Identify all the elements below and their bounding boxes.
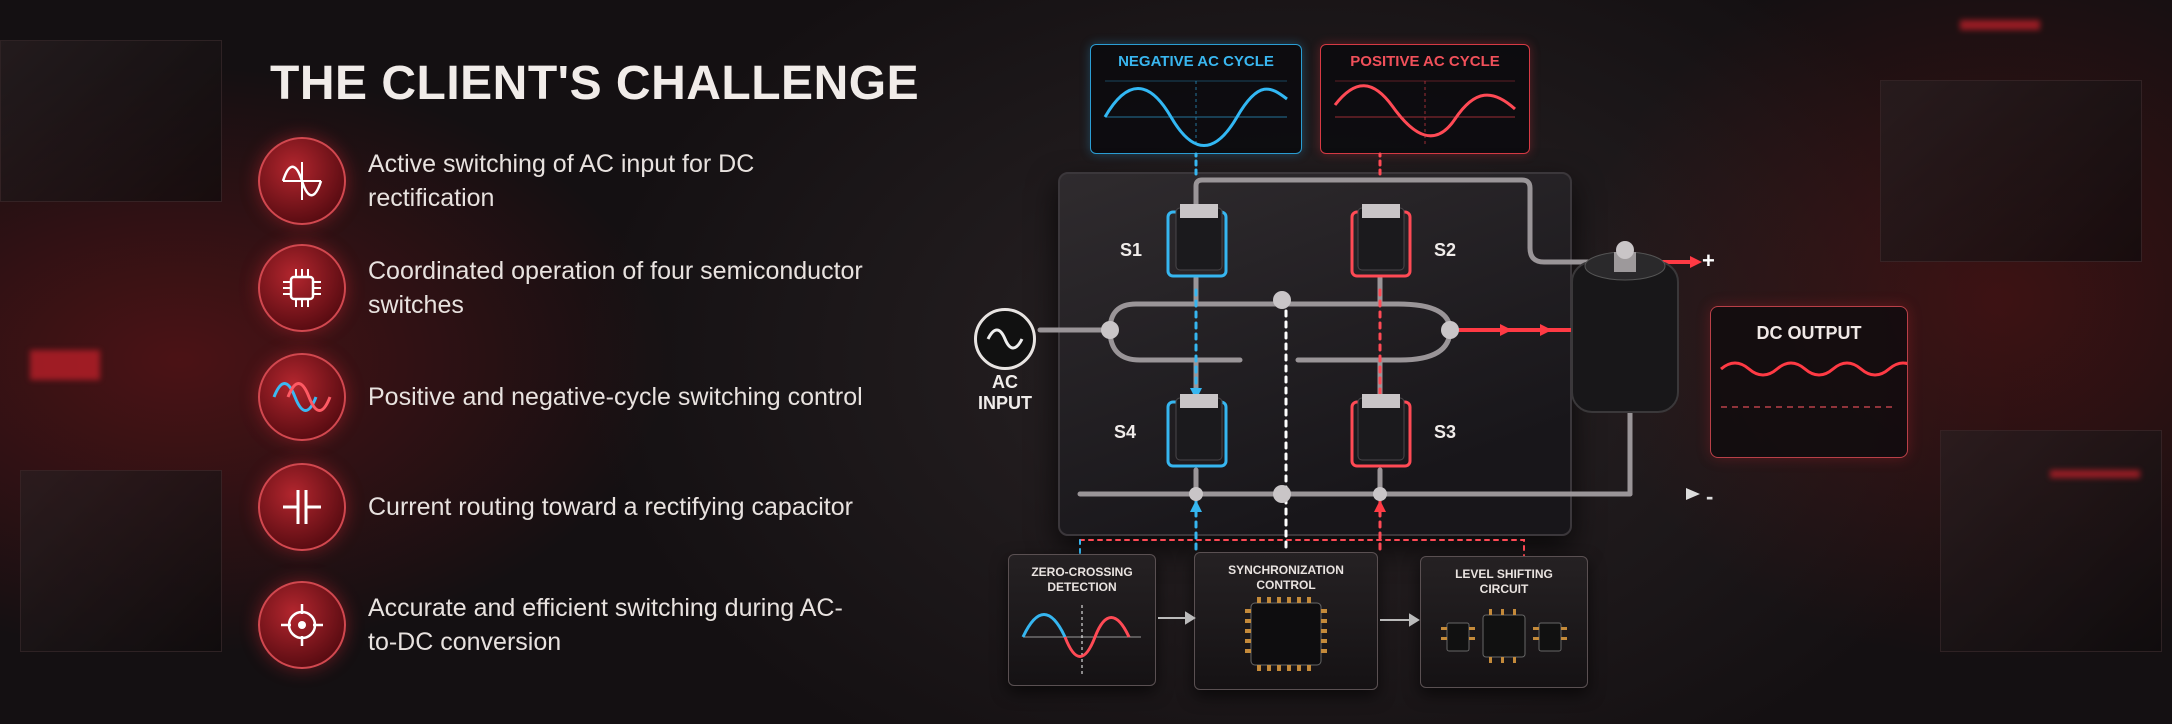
challenge-text: Active switching of AC input for DC rect…: [368, 150, 755, 212]
chip-icon: [258, 244, 346, 332]
background-glow-right-lower: [2050, 470, 2140, 478]
switch-s1-label: S1: [1120, 240, 1143, 260]
zero-crossing-wave: [1021, 605, 1141, 675]
switch-s2-label: S2: [1434, 240, 1457, 260]
synchronization-control-label: SYNCHRONIZATION CONTROL: [1228, 563, 1344, 592]
background-glow-right: [1960, 20, 2040, 30]
capacitor-icon: [258, 463, 346, 551]
level-shifting-block: LEVEL SHIFTING CIRCUIT: [1420, 556, 1588, 688]
background-board-right: [1880, 80, 2142, 262]
background-board-right-lower: [1940, 430, 2162, 652]
synchronization-control-block: SYNCHRONIZATION CONTROL: [1194, 552, 1378, 690]
ac-sine-icon: [258, 137, 346, 225]
challenge-text: Accurate and efficient switching during …: [368, 594, 843, 656]
dc-output-wave: [1720, 361, 1907, 408]
output-plus-sign: +: [1702, 248, 1715, 273]
zero-crossing-block: ZERO-CROSSING DETECTION: [1008, 554, 1156, 686]
challenge-item: Current routing toward a rectifying capa…: [258, 462, 898, 552]
level-shifter-chips-icon: [1441, 609, 1567, 663]
challenge-text: Coordinated operation of four semiconduc…: [368, 257, 863, 319]
challenge-text: Current routing toward a rectifying capa…: [368, 493, 853, 521]
level-shifting-label: LEVEL SHIFTING CIRCUIT: [1455, 567, 1553, 596]
switch-s3-label: S3: [1434, 422, 1457, 442]
dc-output-panel: DC OUTPUT: [1710, 306, 1908, 458]
challenge-item: Active switching of AC input for DC rect…: [258, 136, 898, 226]
challenge-text: Positive and negative-cycle switching co…: [368, 383, 863, 411]
target-icon: [258, 581, 346, 669]
ac-input-label: AC INPUT: [978, 372, 1032, 413]
background-board-left-lower: [20, 470, 222, 652]
background-glow-left: [30, 350, 100, 380]
challenge-item: Accurate and efficient switching during …: [258, 580, 898, 670]
ac-source-icon: [974, 308, 1036, 370]
positive-wave-plot: [1333, 80, 1517, 145]
zero-crossing-label: ZERO-CROSSING DETECTION: [1031, 565, 1133, 594]
circuit-board: [1058, 172, 1572, 536]
negative-wave-plot: [1103, 80, 1288, 147]
output-minus-sign: -: [1706, 484, 1714, 509]
challenge-item: Coordinated operation of four semiconduc…: [258, 243, 898, 333]
switch-s4-label: S4: [1114, 422, 1137, 442]
page-title: THE CLIENT'S CHALLENGE: [270, 57, 920, 110]
dc-output-label: DC OUTPUT: [1756, 323, 1862, 343]
challenge-item: Positive and negative-cycle switching co…: [258, 352, 898, 442]
background-board-left: [0, 40, 222, 202]
dual-wave-icon: [258, 353, 346, 441]
mcu-chip-icon: [1245, 597, 1327, 671]
positive-cycle-panel: POSITIVE AC CYCLE: [1320, 44, 1530, 154]
negative-cycle-label: NEGATIVE AC CYCLE: [1118, 53, 1274, 70]
negative-cycle-panel: NEGATIVE AC CYCLE: [1090, 44, 1302, 154]
positive-cycle-label: POSITIVE AC CYCLE: [1350, 53, 1500, 70]
